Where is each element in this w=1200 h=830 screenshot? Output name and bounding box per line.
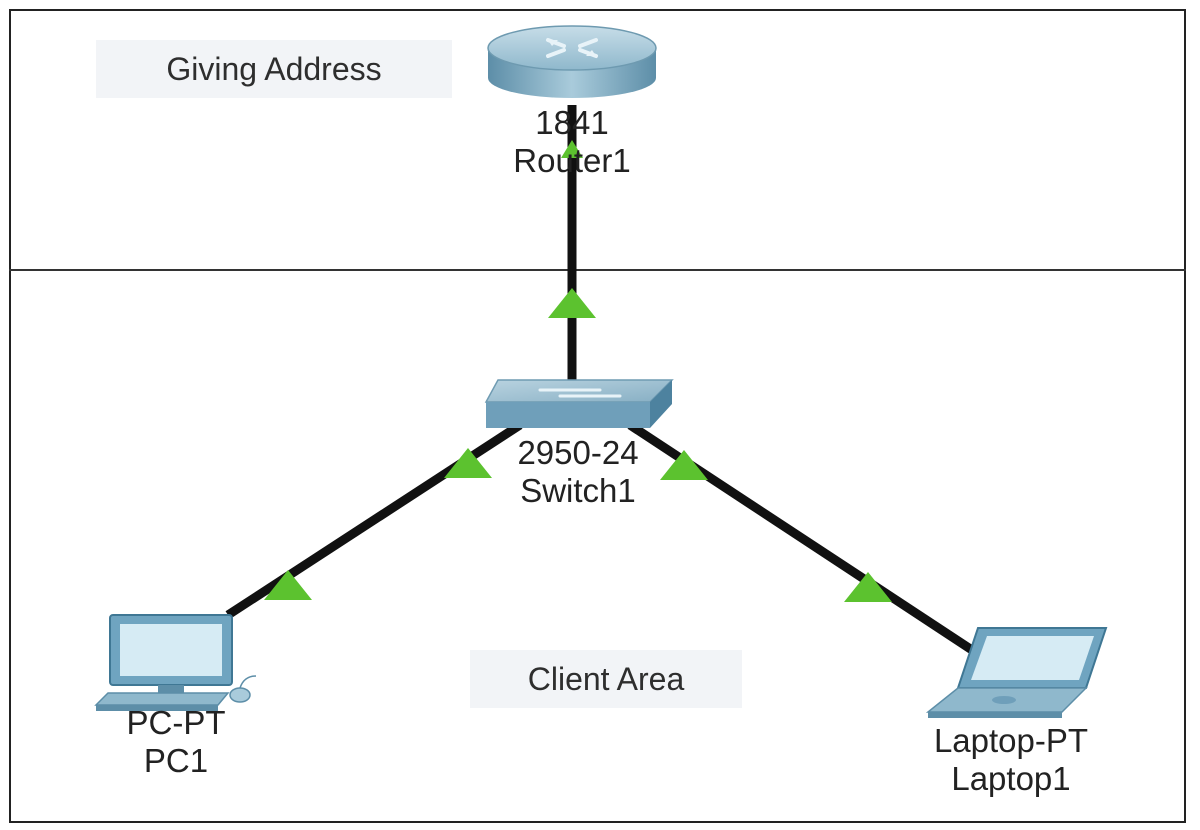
area-note-giving-address[interactable]: Giving Address — [96, 40, 452, 98]
laptop-icon[interactable] — [925, 627, 1108, 718]
pc-model: PC-PT — [126, 704, 226, 741]
laptop-label: Laptop-PT Laptop1 — [896, 722, 1126, 798]
switch-model: 2950-24 — [517, 434, 639, 471]
area-divider — [9, 269, 1186, 271]
laptop-model: Laptop-PT — [933, 722, 1089, 759]
area-note-client-area[interactable]: Client Area — [470, 650, 742, 708]
router-label: 1841 Router1 — [470, 104, 674, 180]
pc-label: PC-PT PC1 — [86, 704, 266, 780]
link-up-indicator — [561, 140, 583, 158]
link-indicators — [264, 140, 892, 602]
link-up-indicator — [844, 572, 892, 602]
switch-icon[interactable] — [484, 379, 674, 428]
pc-name: PC1 — [143, 742, 209, 779]
link-up-indicator — [264, 570, 312, 600]
link-up-indicator — [660, 450, 708, 480]
router-icon[interactable] — [487, 25, 657, 98]
router-name: Router1 — [513, 142, 631, 179]
desktop-pc-icon[interactable] — [94, 614, 257, 711]
area-note-text: Client Area — [527, 660, 685, 697]
router-model: 1841 — [535, 104, 609, 141]
link-up-indicator — [548, 288, 596, 318]
workspace-frame — [9, 9, 1186, 823]
links — [225, 105, 978, 656]
switch-name: Switch1 — [520, 472, 636, 509]
link-up-indicator — [444, 448, 492, 478]
laptop-name: Laptop1 — [951, 760, 1071, 797]
area-note-text: Giving Address — [166, 50, 382, 87]
switch-label: 2950-24 Switch1 — [476, 434, 680, 510]
